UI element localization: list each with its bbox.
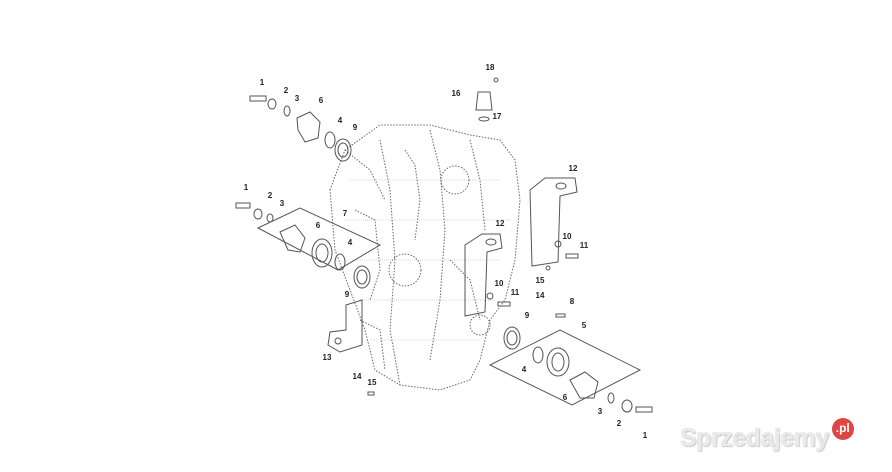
callout: 3 [294,94,300,103]
callout: 2 [267,191,273,200]
callout: 15 [367,378,377,387]
bracket-12-right [529,177,578,267]
callout: 14 [352,372,362,381]
callout: 6 [315,221,321,230]
flange-group-middle [235,202,382,289]
callout: 18 [485,63,495,72]
bracket-13 [327,299,363,353]
callout: 2 [283,86,289,95]
callout: 15 [535,276,545,285]
gearbox-housing [329,124,521,391]
callout: 1 [259,78,265,87]
callout: 12 [568,164,578,173]
callout: 9 [352,123,358,132]
callout: 17 [492,112,502,121]
callout: 10 [494,279,504,288]
callout: 2 [616,419,622,428]
callout: 13 [322,353,332,362]
callout: 3 [279,199,285,208]
callout: 9 [524,311,530,320]
callout: 1 [243,183,249,192]
callout: 14 [535,291,545,300]
callout: 10 [562,232,572,241]
breather [475,77,499,122]
callout: 7 [342,209,348,218]
callout: 4 [337,116,343,125]
callout: 8 [569,297,575,306]
callout: 4 [347,238,353,247]
watermark-text: Sprzedajemy [680,424,829,452]
callout: 11 [579,241,589,250]
callout: 6 [318,96,324,105]
flange-group-lower [488,326,653,413]
small-bolt [367,391,375,396]
callout: 4 [521,365,527,374]
callout: 5 [581,321,587,330]
callout: 3 [597,407,603,416]
callout: 1 [642,431,648,440]
flange-group-upper [249,95,352,162]
callout: 11 [510,288,520,297]
bolts [486,240,579,318]
callout: 9 [344,290,350,299]
callout: 16 [451,89,461,98]
callout: 6 [562,393,568,402]
bracket-12-left [464,233,503,317]
callout: 12 [495,219,505,228]
watermark-badge: .pl [831,418,854,440]
watermark: Sprzedajemy .pl [680,418,854,451]
